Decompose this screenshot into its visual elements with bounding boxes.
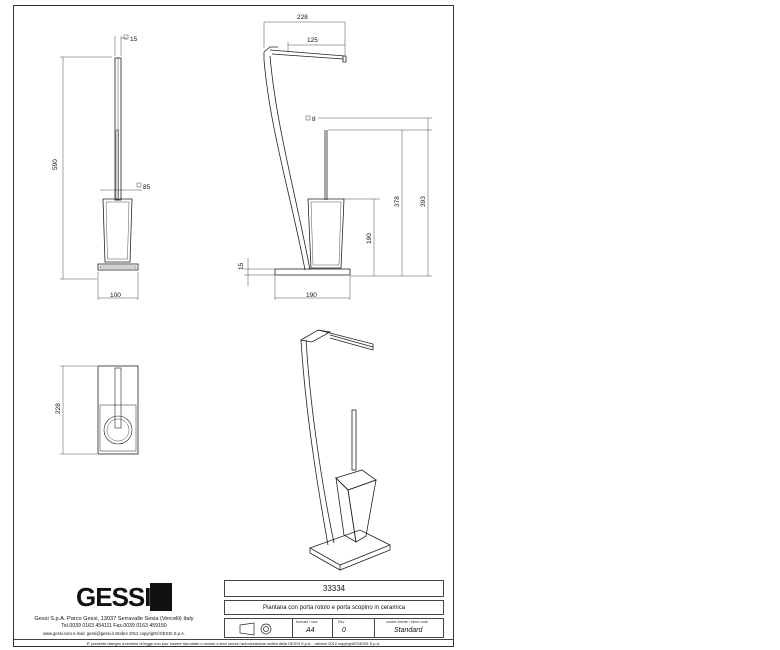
rev-value: 0 <box>342 627 346 634</box>
grid-divider-2 <box>332 618 333 638</box>
product-code: 33334 <box>224 580 444 597</box>
top-view <box>60 365 139 455</box>
side-cup <box>307 198 345 269</box>
company-address: Gessi S.p.A. Parco Gessi, 13037 Serraval… <box>34 616 194 622</box>
company-web: www.gessi.com e-mail: gessi@gessi.it ott… <box>42 631 186 636</box>
perspective-view <box>299 329 391 571</box>
info-grid <box>224 618 444 638</box>
dim-front-height: 590 <box>52 159 59 170</box>
dim-top-depth: 228 <box>55 403 62 414</box>
front-cup <box>102 198 133 263</box>
drawing-frame <box>13 5 454 647</box>
dim-side-tube: 8 <box>312 116 316 123</box>
client-code-label: codice cliente / client code <box>386 620 428 624</box>
rev-label: Rev <box>338 620 345 624</box>
title-block: GESSI 33334 Piantana con porta rotolo e … <box>14 578 453 646</box>
svg-text:GESSI: GESSI <box>76 582 150 612</box>
format-label: formato / size <box>296 620 318 624</box>
top-cup-circle <box>103 415 133 445</box>
company-phone: Tel.0039 0163 454111 Fax.0039 0163 45915… <box>61 623 167 629</box>
client-code-value: Standard <box>394 627 423 634</box>
dim-front-brush: 85 <box>143 184 151 191</box>
copyright-footer: E' presente disegno a termine di legge n… <box>14 639 453 646</box>
grid-divider-3 <box>374 618 375 638</box>
dim-side-overall: 393 <box>420 196 427 207</box>
dim-side-holder: 125 <box>307 37 318 44</box>
dim-side-base-width: 190 <box>306 292 317 299</box>
grid-divider-1 <box>292 618 293 638</box>
product-description: Piantana con porta rotolo e porta scopin… <box>224 600 444 615</box>
projection-symbol-icon <box>239 622 272 636</box>
front-base <box>97 263 139 271</box>
dim-front-base: 100 <box>110 292 121 299</box>
dim-side-base-thk: 15 <box>238 262 245 270</box>
side-view <box>244 21 432 300</box>
dim-side-width: 228 <box>297 14 308 21</box>
dim-side-cup: 190 <box>366 233 373 244</box>
side-curved-stand <box>263 46 311 271</box>
dim-side-brush-height: 378 <box>394 196 401 207</box>
front-view <box>60 34 142 300</box>
format-value: A4 <box>306 627 315 634</box>
dim-front-tube: 15 <box>130 36 138 43</box>
side-base <box>274 268 351 276</box>
gessi-logo: GESSI <box>76 582 172 612</box>
top-base <box>97 365 139 455</box>
